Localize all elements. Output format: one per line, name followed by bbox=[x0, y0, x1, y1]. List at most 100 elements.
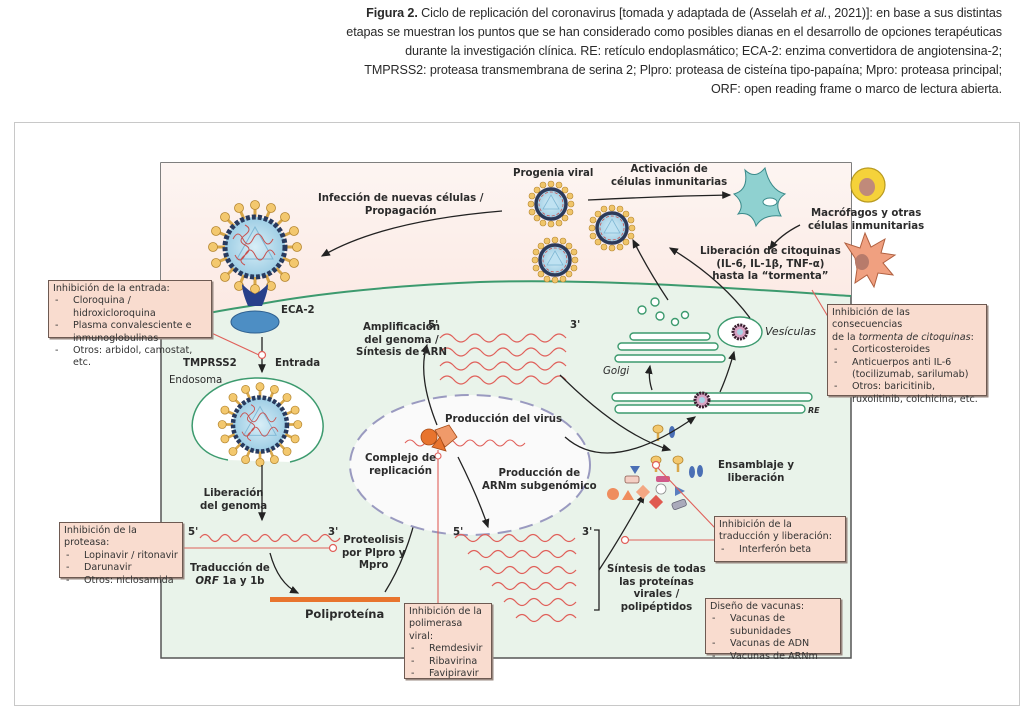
tmprss2-protein bbox=[230, 310, 280, 334]
viral-proteins bbox=[607, 423, 703, 510]
label-re: RE bbox=[808, 406, 820, 415]
box-diseno-vacunas: Diseño de vacunas: Vacunas de subunidade… bbox=[705, 598, 841, 663]
label-orf-suffix: 1a y 1b bbox=[222, 575, 265, 587]
box-vacunas-title: Diseño de vacunas: bbox=[710, 601, 805, 612]
label-traduccion: Traducción de ORF 1a y 1b bbox=[190, 563, 270, 588]
label-eca2: ECA-2 bbox=[281, 305, 315, 316]
label-genome-3prime: 3' bbox=[328, 527, 339, 538]
label-progenia: Progenia viral bbox=[513, 168, 594, 179]
box-inhibicion-tormenta: Inhibición de las consecuencias de la to… bbox=[827, 304, 987, 405]
polyprotein-bar bbox=[270, 597, 400, 602]
label-macrofagos: Macrófagos y otras células inmunitarias bbox=[808, 208, 924, 233]
label-complejo-line1: Complejo de bbox=[365, 453, 437, 464]
box-proteasa-title: Inhibición de la proteasa: bbox=[64, 525, 137, 549]
label-produccion-virus: Producción del virus bbox=[445, 414, 563, 425]
box-entrada-item: Cloroquina / hidroxicloroquina bbox=[53, 295, 207, 320]
label-macrofagos-line1: Macrófagos y otras bbox=[810, 208, 922, 219]
label-liberacion-citoquinas: Liberación de citoquinas (IL-6, IL-1β, T… bbox=[700, 246, 841, 284]
replication-complex bbox=[420, 424, 458, 452]
label-liberacion-genoma: Liberación del genoma bbox=[200, 488, 267, 513]
label-produccion-arnm: Producción de ARNm subgenómico bbox=[482, 468, 597, 493]
subgenomic-rna bbox=[454, 533, 577, 623]
label-sintesis-line3: virales / bbox=[633, 589, 680, 600]
label-infeccion-line1: Infección de nuevas células / bbox=[318, 193, 484, 204]
vesicle-virus bbox=[731, 323, 749, 341]
label-amplificacion: Amplificación del genoma / Síntesis de A… bbox=[356, 322, 447, 360]
progeny-virus-3 bbox=[530, 235, 580, 285]
label-proteolisis-line2: por Plpro y bbox=[342, 547, 406, 559]
label-proteolisis: Proteolisis por Plpro y Mpro bbox=[342, 535, 405, 573]
box-polimerasa-title: Inhibición de la polimerasa viral: bbox=[409, 606, 482, 642]
box-tormenta-title1: Inhibición de las consecuencias bbox=[832, 307, 910, 331]
eca2-receptor bbox=[242, 284, 268, 306]
progeny-virus-2 bbox=[587, 203, 637, 253]
label-complejo: Complejo de replicación bbox=[365, 453, 436, 478]
label-entrada: Entrada bbox=[275, 358, 321, 369]
label-infeccion-line2: Propagación bbox=[364, 205, 437, 217]
box-polimerasa-item: Favipiravir bbox=[409, 668, 487, 681]
label-macrofagos-line2: células inmunitarias bbox=[808, 220, 925, 232]
label-genoma-line2: del genoma bbox=[200, 500, 268, 512]
box-vacunas-item: Vacunas de subunidades bbox=[710, 613, 836, 638]
label-citoquinas-line1: Liberación de citoquinas bbox=[700, 246, 841, 257]
label-traduccion-line1: Traducción de bbox=[190, 563, 270, 574]
box-tormenta-item: Otros: baricitinib, ruxolitinib, colchic… bbox=[832, 381, 982, 406]
label-sub-3prime: 3' bbox=[582, 527, 593, 538]
box-proteasa-item: Otros: niclosamida bbox=[64, 575, 178, 588]
endosome-virus bbox=[218, 383, 302, 467]
box-inhibicion-traduccion: Inhibición de la traducción y liberación… bbox=[714, 516, 846, 562]
box-polimerasa-item: Remdesivir bbox=[409, 643, 487, 656]
label-genoma-line1: Liberación bbox=[203, 488, 264, 499]
box-vacunas-item: Vacunas de ADN bbox=[710, 638, 836, 651]
macrophage bbox=[732, 166, 787, 228]
label-proteolisis-line1: Proteolisis bbox=[343, 535, 405, 546]
box-tormenta-title2-italic: tormenta de citoquinas bbox=[858, 331, 971, 343]
genome-rna bbox=[199, 533, 341, 543]
label-sub-5prime: 5' bbox=[453, 527, 464, 538]
label-tmprss2: TMPRSS2 bbox=[183, 358, 237, 369]
box-tormenta-item: Corticosteroides bbox=[832, 344, 982, 357]
caption-italic: et al. bbox=[800, 6, 828, 20]
caption-text-1: Ciclo de replicación del coronavirus [to… bbox=[417, 6, 801, 20]
label-poliproteina: Poliproteína bbox=[305, 607, 385, 621]
label-ensamblaje-line2: liberación bbox=[727, 472, 785, 484]
label-endosoma: Endosoma bbox=[169, 375, 223, 386]
label-ensamblaje-line1: Ensamblaje y bbox=[718, 460, 795, 471]
label-arnm-line1: Producción de bbox=[498, 468, 581, 479]
label-activacion: Activación de células inmunitarias bbox=[611, 164, 727, 189]
amplified-rna bbox=[439, 333, 567, 385]
label-ensamblaje: Ensamblaje y liberación bbox=[718, 460, 794, 485]
box-traduccion-item: Interferón beta bbox=[719, 544, 841, 557]
label-traduccion-line2: ORF 1a y 1b bbox=[190, 576, 270, 589]
label-amplificacion-line3: Síntesis de ARN bbox=[356, 347, 448, 358]
box-traduccion-title: Inhibición de la traducción y liberación… bbox=[719, 519, 832, 543]
er-virus bbox=[693, 391, 711, 409]
box-entrada-item: Plasma convalesciente e inmunoglobulinas bbox=[53, 320, 207, 345]
entering-virus bbox=[209, 201, 302, 294]
box-vacunas-item: Vacunas de ARNm bbox=[710, 651, 836, 664]
label-activacion-line2: células inmunitarias bbox=[611, 176, 728, 188]
figure-caption: Figura 2. Ciclo de replicación del coron… bbox=[342, 4, 1002, 99]
dendritic-cell bbox=[843, 231, 897, 289]
label-citoquinas-line2: (IL-6, IL-1β, TNF-α) bbox=[716, 258, 825, 270]
box-proteasa-item: Darunavir bbox=[64, 562, 178, 575]
box-tormenta-title2-pre: de la bbox=[832, 331, 859, 343]
label-sintesis: Síntesis de todas las proteínas virales … bbox=[607, 564, 706, 614]
caption-text-2: , 2021)]: en base a sus distintas etapas… bbox=[346, 6, 1002, 96]
label-amplif-3prime: 3' bbox=[570, 320, 581, 331]
label-amplificacion-line2: del genoma / bbox=[364, 334, 439, 346]
box-tormenta-title2-post: : bbox=[970, 331, 974, 343]
label-amplificacion-line1: Amplificación bbox=[363, 322, 441, 333]
label-infeccion: Infección de nuevas células / Propagació… bbox=[318, 193, 483, 218]
label-amplif-5prime: 5' bbox=[428, 320, 439, 331]
box-tormenta-title2: de la tormenta de citoquinas: bbox=[832, 332, 982, 344]
label-sintesis-line4: polipéptidos bbox=[620, 601, 693, 613]
label-proteolisis-line3: Mpro bbox=[358, 560, 389, 571]
endoplasmic-reticulum bbox=[611, 392, 813, 414]
label-orf: ORF bbox=[195, 575, 219, 587]
label-sintesis-line2: las proteínas bbox=[619, 576, 694, 588]
label-activacion-line1: Activación de bbox=[630, 164, 708, 175]
label-arnm-line2: ARNm subgenómico bbox=[482, 480, 597, 492]
box-inhibicion-entrada: Inhibición de la entrada: Cloroquina / h… bbox=[48, 280, 212, 368]
box-proteasa-item: Lopinavir / ritonavir bbox=[64, 550, 178, 563]
